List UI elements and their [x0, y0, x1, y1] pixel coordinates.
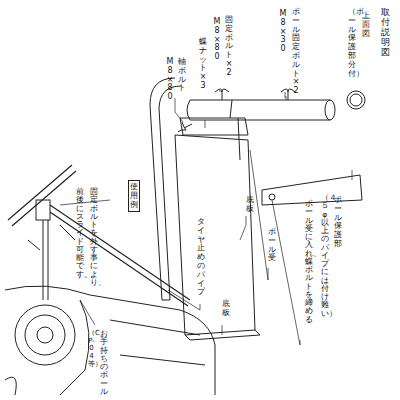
part-label: 軸ボルト: [178, 58, 186, 93]
part-label: 蝶ナット×3: [199, 38, 207, 91]
part-label: 底板: [246, 196, 254, 214]
part-label: ポール受に入れ、蝶ボルトを締める: [305, 200, 313, 324]
part-label: （ポール保護部分付）: [348, 8, 356, 78]
part-label: M8×30: [279, 10, 287, 54]
part-label: 固定ボルト×2: [225, 16, 233, 78]
pole-holder-tube: [190, 100, 330, 120]
part-label: M8×80: [166, 58, 174, 102]
wing-nut: [178, 89, 295, 132]
title: 取付説明図: [381, 8, 390, 57]
part-label: ポール受: [268, 228, 276, 263]
part-label: 固定ボルトを外す事により、: [90, 188, 98, 287]
part-label: タイヤ止めのパイプ: [197, 218, 205, 297]
tyre-stop-pipe: [150, 78, 181, 300]
part-label: 上面図: [362, 12, 370, 38]
leader-line: [168, 90, 352, 345]
bolt: [230, 100, 240, 160]
part-label: ポール保護部: [334, 196, 342, 249]
part-label: ポール固定ボルト×2: [292, 8, 300, 96]
part-label: M8×80: [213, 18, 221, 62]
protector-ring: [350, 94, 362, 106]
pole-holder-tube: [187, 100, 190, 120]
part-label: 使用例: [128, 180, 140, 212]
tyre-stop-pipe: [162, 300, 170, 301]
pole-holder-tube: [325, 100, 335, 120]
pole-protector: [269, 194, 275, 200]
part-label: 前後にスライド可能です。: [76, 188, 84, 279]
part-label: 底板: [222, 300, 230, 318]
protector-ring: [347, 91, 365, 109]
part-label: （４５φ以上のパイプには付け難い）: [321, 194, 329, 318]
part-label: （CP-04等）: [88, 330, 95, 368]
base-plate: [185, 330, 260, 340]
mounted-bracket: [8, 165, 190, 325]
part-label: お手持ちのポール: [100, 330, 108, 396]
